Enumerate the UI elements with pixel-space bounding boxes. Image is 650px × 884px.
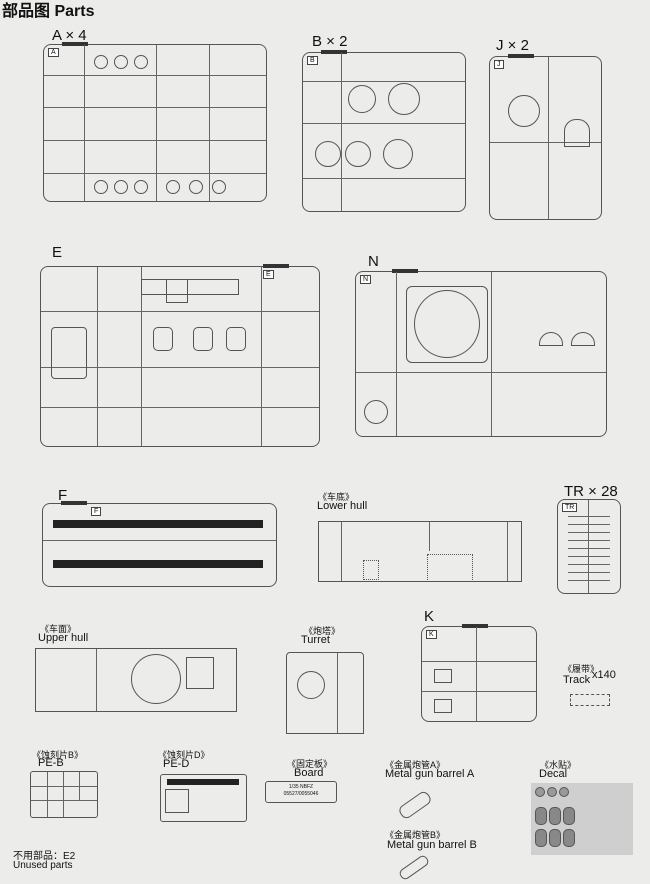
sprue-b-tag: B <box>307 56 318 65</box>
lower-hull-part <box>318 521 522 582</box>
board-line2: 05527/0055046 <box>283 791 319 797</box>
sprue-e-label: E <box>52 244 63 261</box>
sprue-a: A <box>43 42 267 202</box>
barrel-a-part <box>397 789 433 821</box>
board-line1: 1/35 NBFZ <box>288 784 314 790</box>
pe-d-cn-label: 《蚀刻片D》 <box>158 750 210 760</box>
sprue-a-label: A × 4 <box>52 27 87 44</box>
sprue-j: J <box>489 54 602 220</box>
turret-cn-label: 《炮塔》 <box>304 626 341 636</box>
track-cn-label: 《履带》 <box>563 664 600 674</box>
unused-parts-cn-label: 不用部品：E2 <box>13 851 76 862</box>
barrel-b-label: Metal gun barrel B <box>387 839 477 851</box>
barrel-b-cn-label: 《金属炮管B》 <box>385 830 446 840</box>
pe-b-cn-label: 《蚀刻片B》 <box>32 750 84 760</box>
decal-sheet <box>531 783 633 855</box>
sprue-b: B <box>302 50 466 212</box>
sprue-f: F <box>42 501 277 587</box>
page-title: 部品图 Parts <box>2 3 95 20</box>
sprue-b-label: B × 2 <box>312 33 348 50</box>
decal-cn-label: 《水贴》 <box>540 760 577 770</box>
barrel-a-label: Metal gun barrel A <box>385 768 475 780</box>
sprue-n-tag: N <box>360 275 372 284</box>
board-cn-label: 《固定板》 <box>287 759 333 769</box>
decal-label: Decal <box>539 768 568 780</box>
upper-hull-label: Upper hull <box>38 632 89 644</box>
pe-b-label: PE-B <box>38 757 64 769</box>
sprue-e-tag: E <box>263 270 274 279</box>
pe-d-fret <box>160 774 247 822</box>
track-link-part <box>570 694 610 706</box>
turret-part <box>286 652 364 734</box>
track-quantity: x140 <box>592 669 616 681</box>
sprue-k-tag: K <box>426 630 437 639</box>
sprue-f-tag: F <box>91 507 102 516</box>
pe-b-fret <box>30 771 98 818</box>
board-part: 1/35 NBFZ 05527/0055046 <box>265 781 337 803</box>
sprue-a-tag: A <box>48 48 59 57</box>
board-label: Board <box>294 767 324 779</box>
turret-label: Turret <box>301 634 330 646</box>
unused-parts-label: Unused parts <box>13 860 73 871</box>
upper-hull-part <box>35 648 237 712</box>
lower-hull-label: Lower hull <box>317 500 368 512</box>
barrel-b-part <box>397 853 431 882</box>
sprue-e: E <box>40 264 320 447</box>
sprue-n-label: N <box>368 253 379 270</box>
sprue-tr-label: TR × 28 <box>564 483 618 500</box>
sprue-f-label: F <box>58 487 68 504</box>
sprue-j-tag: J <box>494 60 504 69</box>
sprue-n: N <box>355 269 607 437</box>
track-label: Track <box>563 674 591 686</box>
barrel-a-cn-label: 《金属炮管A》 <box>385 760 446 770</box>
sprue-k-label: K <box>424 608 435 625</box>
sprue-tr-tag: TR <box>562 503 578 512</box>
upper-hull-cn-label: 《车面》 <box>40 624 77 634</box>
sprue-tr: TR <box>557 499 621 594</box>
lower-hull-cn-label: 《车底》 <box>318 492 355 502</box>
pe-d-label: PE-D <box>163 758 190 770</box>
sprue-j-label: J × 2 <box>496 37 529 54</box>
sprue-k: K <box>421 624 537 722</box>
